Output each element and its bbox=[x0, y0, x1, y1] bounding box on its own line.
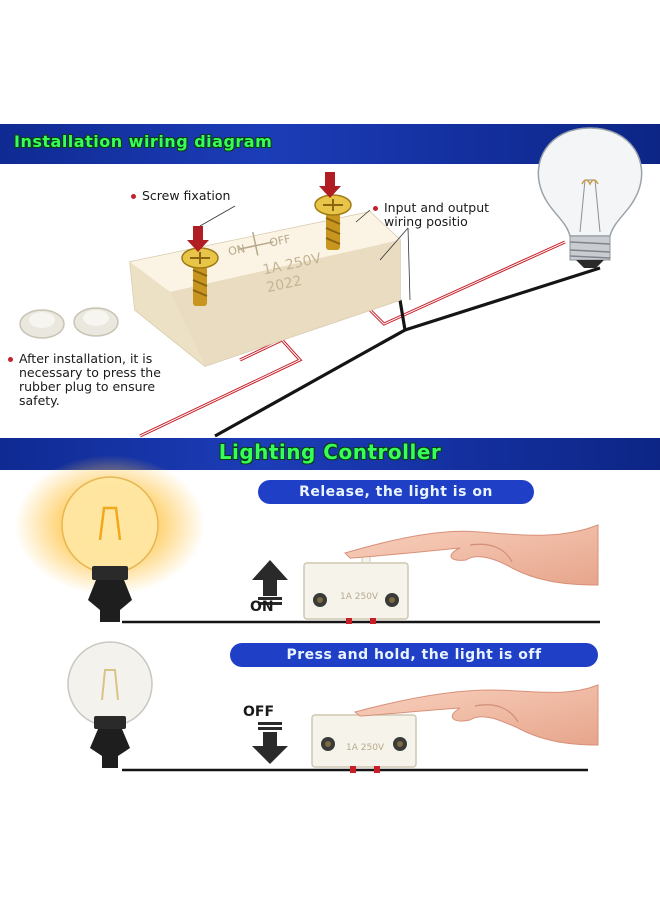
arrow-down-icon bbox=[187, 226, 209, 252]
callout-after-install-line3: rubber plug to ensure bbox=[19, 379, 156, 394]
unlit-bulb-icon bbox=[67, 641, 153, 768]
top-banner-title: Installation wiring diagram bbox=[14, 132, 273, 151]
marking-off: OFF bbox=[268, 232, 292, 249]
off-state-label: OFF bbox=[243, 704, 275, 720]
hand-pressing bbox=[353, 684, 599, 746]
leader-line bbox=[407, 227, 411, 301]
press-caption: Press and hold, the light is off bbox=[230, 643, 598, 667]
callout-dot bbox=[8, 357, 13, 362]
hand-hovering bbox=[344, 524, 599, 586]
mid-banner-title: Lighting Controller bbox=[218, 440, 442, 464]
callout-wiring-line2: wiring positio bbox=[384, 214, 468, 229]
lit-bulb-icon bbox=[15, 455, 205, 622]
leader-line bbox=[355, 209, 371, 223]
rubber-plug bbox=[73, 307, 119, 337]
callout-after-install-line1: After installation, it is bbox=[19, 351, 153, 366]
switch-released: 1A 250V bbox=[303, 551, 409, 624]
wiring-illustration: ON OFF 1A 250V 2022 bbox=[19, 127, 643, 438]
callout-after-install-line4: safety. bbox=[19, 393, 60, 408]
screw-right bbox=[314, 194, 352, 250]
rubber-plug bbox=[19, 309, 65, 339]
arrow-down-icon bbox=[252, 722, 288, 764]
arrow-down-icon bbox=[319, 172, 341, 198]
black-wire bbox=[214, 266, 601, 438]
screw-left bbox=[181, 247, 219, 306]
leader-line bbox=[379, 227, 409, 261]
light-bulb-icon bbox=[537, 127, 643, 268]
callout-after-install-line2: necessary to press the bbox=[19, 365, 161, 380]
switch-body bbox=[129, 211, 401, 367]
callout-dot bbox=[131, 194, 136, 199]
switch-rating: 1A 250V bbox=[340, 592, 379, 602]
switch-pressed: 1A 250V bbox=[311, 714, 417, 773]
mid-banner: Lighting Controller bbox=[0, 438, 660, 470]
marking-code: 2022 bbox=[265, 273, 303, 296]
switch-rating: 1A 250V bbox=[346, 743, 385, 753]
callout-wiring-line1: Input and output bbox=[384, 200, 490, 215]
callout-screw-fixation: Screw fixation bbox=[142, 188, 231, 203]
leader-line bbox=[199, 205, 236, 227]
release-caption: Release, the light is on bbox=[258, 480, 534, 504]
marking-on: ON bbox=[227, 242, 246, 258]
callout-dot bbox=[373, 206, 378, 211]
on-state-label: ON bbox=[250, 599, 274, 615]
